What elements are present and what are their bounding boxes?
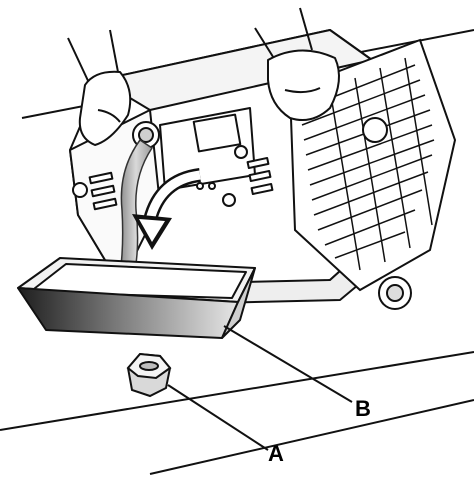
hand-right: [254, 7, 340, 121]
tilt-direction-arrow: [132, 168, 202, 250]
callout-label-a: A: [268, 441, 284, 466]
drain-pan: [17, 257, 256, 339]
hand-left: [67, 29, 132, 146]
drain-plug: [126, 352, 172, 398]
callout-leaders: [167, 325, 353, 451]
callout-label-b: B: [355, 396, 371, 421]
